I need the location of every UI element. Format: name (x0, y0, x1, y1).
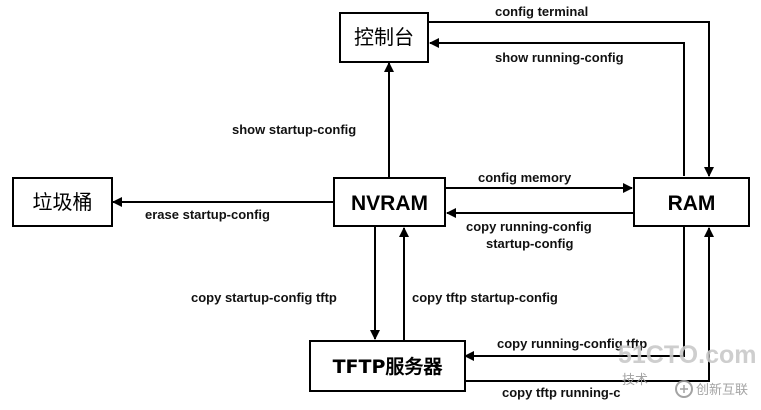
label-copy-running-startup-line2: startup-config (486, 236, 573, 251)
node-ram: RAM (633, 177, 750, 227)
label-copy-startup-tftp: copy startup-config tftp (191, 290, 337, 305)
node-console-label: 控制台 (354, 25, 414, 49)
node-ram-label: RAM (668, 192, 716, 215)
watermark-brand: 创新互联 (696, 382, 748, 398)
watermark-tagline: 技术 (622, 373, 648, 388)
brand-logo-mark-icon (680, 385, 688, 393)
watermark: 51CTO.com 技术 创新互联 (618, 341, 756, 398)
arrow-copy-running-tftp (464, 226, 685, 361)
node-trash-label: 垃圾桶 (33, 190, 93, 214)
node-nvram-label: NVRAM (351, 192, 428, 215)
label-config-terminal: config terminal (495, 4, 588, 19)
label-copy-running-startup-line1: copy running-config (466, 219, 592, 234)
label-show-startup-config: show startup-config (232, 122, 356, 137)
label-copy-running-tftp: copy running-config tftp (497, 336, 647, 351)
arrow-config-terminal (428, 21, 714, 177)
watermark-site: 51CTO.com (618, 341, 756, 369)
node-trash: 垃圾桶 (12, 177, 113, 227)
node-tftp-label: TFTP服务器 (333, 355, 444, 378)
node-tftp: TFTP服务器 (309, 340, 466, 392)
arrow-copy-tftp-running (465, 227, 714, 382)
node-console: 控制台 (339, 12, 429, 63)
node-nvram: NVRAM (333, 177, 446, 227)
label-erase-startup-config: erase startup-config (145, 207, 270, 222)
label-copy-tftp-running: copy tftp running-c (502, 385, 620, 400)
label-copy-tftp-startup: copy tftp startup-config (412, 290, 558, 305)
brand-logo-icon (675, 380, 693, 398)
label-show-running-config: show running-config (495, 50, 624, 65)
label-config-memory: config memory (478, 170, 572, 185)
arrow-show-running-config (429, 38, 685, 176)
